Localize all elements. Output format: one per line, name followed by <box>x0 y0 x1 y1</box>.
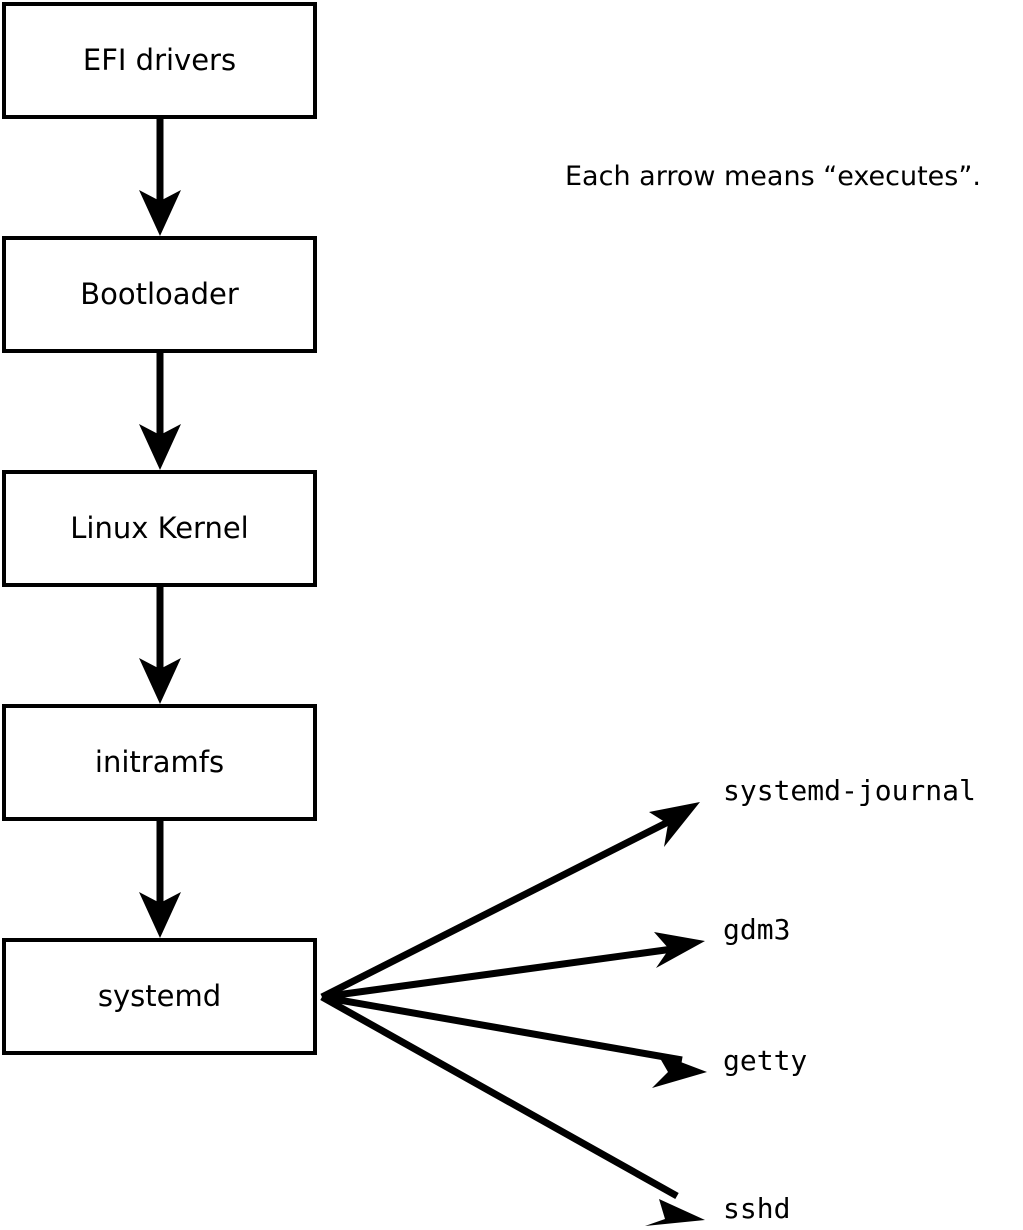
process-label-getty: getty <box>723 1044 808 1077</box>
node-label: initramfs <box>94 745 225 779</box>
node-label: systemd <box>97 979 222 1013</box>
node-systemd: systemd <box>2 938 317 1055</box>
node-label: Linux Kernel <box>70 511 249 545</box>
node-linux-kernel: Linux Kernel <box>2 470 317 587</box>
arrow-initramfs-to-systemd <box>139 821 181 938</box>
process-label-sshd: sshd <box>723 1192 791 1225</box>
process-label-systemd-journal: systemd-journal <box>723 774 976 807</box>
node-bootloader: Bootloader <box>2 236 317 353</box>
arrow-systemd-to-sshd <box>320 993 705 1226</box>
node-initramfs: initramfs <box>2 704 317 821</box>
legend-caption: Each arrow means “executes”. <box>565 161 981 192</box>
arrow-kernel-to-initramfs <box>139 587 181 704</box>
arrow-efi-to-bootloader <box>139 119 181 236</box>
arrow-systemd-to-gdm3 <box>321 932 705 1001</box>
node-efi-drivers: EFI drivers <box>2 2 317 119</box>
node-label: Bootloader <box>80 277 239 311</box>
process-label-gdm3: gdm3 <box>723 913 791 946</box>
arrow-systemd-to-getty <box>321 993 707 1088</box>
arrow-bootloader-to-kernel <box>139 353 181 470</box>
node-label: EFI drivers <box>82 43 237 77</box>
arrow-systemd-to-systemd-journal <box>320 802 700 1001</box>
